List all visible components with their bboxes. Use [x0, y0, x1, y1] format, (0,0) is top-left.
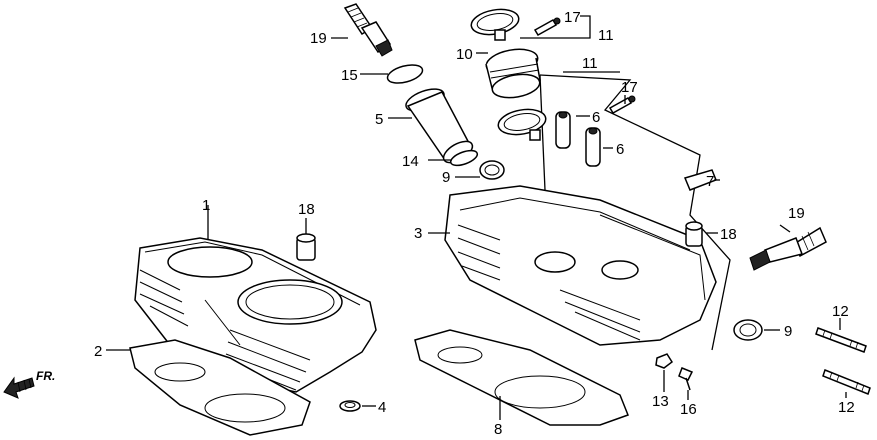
valve-guide-lower-shape	[585, 127, 601, 167]
screw-top-shape	[533, 17, 561, 37]
oil-seal-shape	[339, 400, 361, 412]
callout-19a: 19	[310, 30, 327, 47]
insulator-ring-upper-shape	[479, 160, 505, 180]
band-assembly-top-shape	[470, 8, 520, 41]
front-arrow-icon	[3, 376, 35, 399]
callout-8: 8	[494, 421, 502, 438]
callout-2: 2	[94, 343, 102, 360]
head-assembly-outline	[539, 74, 731, 351]
callout-16: 16	[680, 401, 697, 418]
stud-bolt-upper-shape	[815, 327, 867, 353]
callout-9a: 9	[442, 169, 450, 186]
callout-13: 13	[652, 393, 669, 410]
callout-18b: 18	[720, 226, 737, 243]
callout-10: 10	[456, 46, 473, 63]
callout-17a: 17	[564, 9, 581, 26]
cylinder-head-block	[444, 185, 717, 346]
callout-5: 5	[375, 111, 383, 128]
leader-lines	[106, 15, 847, 420]
callout-18a: 18	[298, 201, 315, 218]
head-gasket-shape	[414, 329, 629, 426]
o-ring-upper-shape	[386, 64, 424, 84]
callout-3: 3	[414, 225, 422, 242]
callout-11a: 11	[598, 27, 614, 44]
spark-plug-right-shape	[749, 226, 827, 271]
dowel-pin-left-shape	[296, 233, 316, 261]
callout-19b: 19	[788, 205, 805, 222]
callout-6b: 6	[616, 141, 624, 158]
intake-joint-shape	[485, 48, 541, 99]
callout-12b: 12	[838, 399, 855, 416]
callout-9b: 9	[784, 323, 792, 340]
callout-11b: 11	[582, 55, 598, 72]
spark-plug-left-shape	[343, 3, 393, 57]
callout-12a: 12	[832, 303, 849, 320]
o-ring-lower-shape	[449, 149, 479, 167]
callout-6a: 6	[592, 109, 600, 126]
callout-7: 7	[706, 173, 714, 190]
head-assembly-outline-left	[539, 74, 546, 191]
callout-17b: 17	[621, 79, 638, 96]
front-label: FR.	[36, 369, 55, 383]
stud-bolt-lower-shape	[822, 369, 871, 395]
dowel-pin-right-shape	[685, 221, 703, 247]
callout-14: 14	[402, 153, 419, 170]
intake-pipe-shape	[405, 88, 474, 164]
callout-4: 4	[378, 399, 386, 416]
valve-guide-upper-shape	[555, 111, 571, 149]
band-assembly-middle-shape	[497, 108, 547, 141]
insulator-ring-right-shape	[733, 319, 763, 341]
callout-1: 1	[202, 197, 210, 214]
cylinder-base-gasket-shape	[129, 339, 311, 436]
screw-middle-shape	[608, 95, 636, 115]
callout-labels: 1 2 3 4 5 6 6 7 8 9 9 10 11 11 12 12 13 …	[94, 9, 855, 438]
bolt-shape	[678, 367, 694, 391]
callout-15: 15	[341, 67, 358, 84]
cap-nut-shape	[655, 353, 674, 369]
